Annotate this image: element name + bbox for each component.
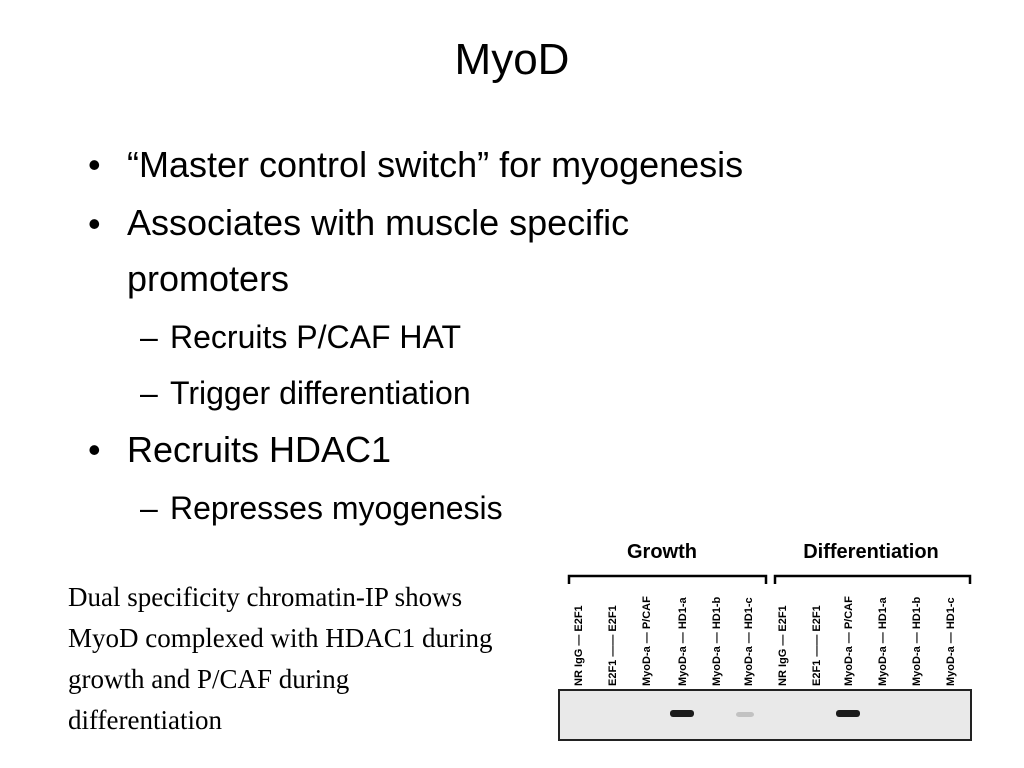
dash-icon: – <box>140 375 158 411</box>
sub-bullet-item: – Represses myogenesis <box>140 480 948 536</box>
bullet-list: • “Master control switch” for myogenesis… <box>88 136 948 536</box>
group-label-growth: Growth <box>627 541 697 563</box>
blot-image: Growth Differentiation NR IgG — E2F1 E2F1… <box>558 541 972 741</box>
lane-label: MyoD-a — HD1-a <box>877 596 889 686</box>
lane-label: E2F1 —— E2F1 <box>811 605 823 686</box>
lane-band <box>736 712 754 717</box>
sub-bullet-text: Recruits P/CAF HAT <box>170 319 461 355</box>
lane-label: MyoD-a — P/CAF <box>843 596 855 686</box>
group-label-differentiation: Differentiation <box>803 541 939 563</box>
bullet-text: “Master control switch” for myogenesis <box>127 144 744 185</box>
lane-band <box>836 710 860 717</box>
bullet-text: Associates with muscle specific promoter… <box>127 202 630 299</box>
lane-label: MyoD-a — HD1-b <box>911 596 923 686</box>
bullet-icon: • <box>88 203 101 244</box>
growth-bracket <box>567 574 768 584</box>
lane-label: MyoD-a — HD1-c <box>743 597 755 686</box>
lane-label: MyoD-a — HD1-a <box>677 596 689 686</box>
bullet-item: • Associates with muscle specific promot… <box>88 195 948 307</box>
lane-label: E2F1 —— E2F1 <box>607 605 619 686</box>
bullet-text: Recruits HDAC1 <box>127 429 392 470</box>
differentiation-bracket <box>773 574 972 584</box>
dash-icon: – <box>140 319 158 355</box>
lane-band <box>670 710 694 717</box>
lane-label: NR IgG — E2F1 <box>777 605 789 686</box>
sub-bullet-text: Represses myogenesis <box>170 490 503 526</box>
dash-icon: – <box>140 490 158 526</box>
blot-strip <box>558 689 972 741</box>
bullet-item: • “Master control switch” for myogenesis <box>88 136 948 193</box>
sub-bullet-item: – Trigger differentiation <box>140 365 948 421</box>
chip-blot-figure: Growth Differentiation NR IgG — E2F1 E2F1… <box>556 534 996 744</box>
bullet-item: • Recruits HDAC1 <box>88 421 948 478</box>
sub-bullet-item: – Recruits P/CAF HAT <box>140 309 948 365</box>
lane-label: MyoD-a — P/CAF <box>641 596 653 686</box>
sub-bullet-text: Trigger differentiation <box>170 375 471 411</box>
bullet-icon: • <box>88 429 101 470</box>
lane-label: NR IgG — E2F1 <box>573 605 585 686</box>
lane-label: MyoD-a — HD1-b <box>711 596 723 686</box>
lane-label: MyoD-a — HD1-c <box>945 597 957 686</box>
figure-caption: Dual specificity chromatin-IP shows MyoD… <box>68 582 493 735</box>
slide-title: MyoD <box>454 35 570 84</box>
bullet-icon: • <box>88 144 101 185</box>
